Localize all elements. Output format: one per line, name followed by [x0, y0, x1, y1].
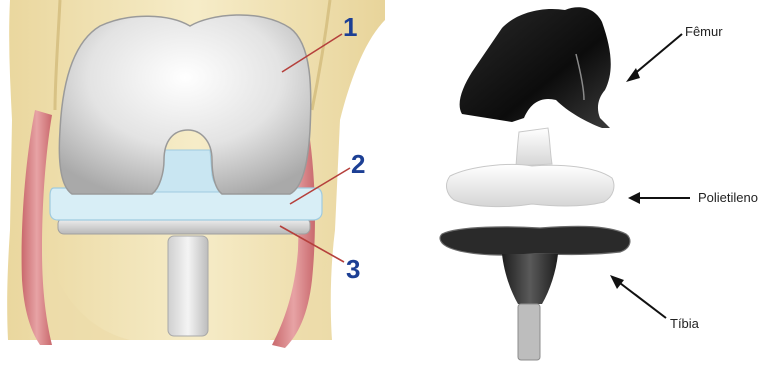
tibia-label: Tíbia	[670, 316, 700, 331]
knee-prosthesis-diagram: 1 2 3	[0, 0, 390, 367]
knee-diagram-svg: 1 2 3	[0, 0, 390, 367]
callout-1-number: 1	[343, 12, 357, 42]
implant-photo-svg: Fêmur Polietileno Tíbia	[390, 0, 779, 367]
tibial-stem	[168, 236, 208, 336]
polyethylene-post-photo	[516, 128, 552, 166]
tibial-stem-photo	[502, 254, 558, 304]
polyethylene-insert-photo	[447, 164, 614, 206]
tibial-tray-photo	[440, 226, 630, 255]
femoral-component-photo	[460, 7, 611, 128]
polyethylene-label: Polietileno	[698, 190, 758, 205]
femur-arrow	[626, 34, 682, 82]
tibial-stem-tip-photo	[518, 304, 540, 360]
callout-2-number: 2	[351, 149, 365, 179]
tibia-arrow	[610, 275, 666, 318]
callout-3-number: 3	[346, 254, 360, 284]
femur-label: Fêmur	[685, 24, 723, 39]
polyethylene-arrow	[628, 192, 690, 204]
knee-implant-photo: Fêmur Polietileno Tíbia	[390, 0, 779, 367]
